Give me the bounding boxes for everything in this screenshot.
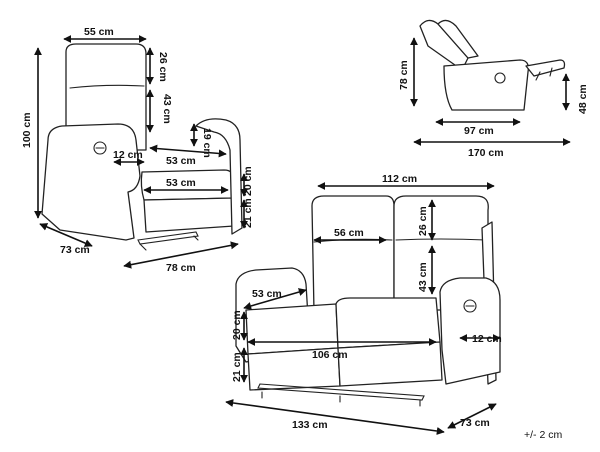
- sofa-backrest-label: 43 cm: [417, 262, 429, 292]
- sofa-seat-height-lower-label: 21 cm: [231, 352, 243, 382]
- armchair-armrest-width-label: 12 cm: [113, 149, 143, 161]
- armchair-width-top-label: 55 cm: [84, 26, 114, 38]
- reclined-seat-length-label: 97 cm: [464, 125, 494, 137]
- armchair-seat-depth-lower-label: 53 cm: [166, 177, 196, 189]
- tolerance-note: +/- 2 cm: [524, 429, 562, 441]
- sofa-headrest-label: 26 cm: [417, 206, 429, 236]
- armchair-depth-label: 73 cm: [60, 244, 90, 256]
- armchair-drawing: 55 cm 26 cm 43 cm 100 cm 12 cm 53 cm 19 …: [21, 26, 254, 274]
- sofa-body: [235, 195, 501, 407]
- reclined-height-label: 78 cm: [398, 60, 410, 90]
- armchair-headrest-label: 26 cm: [157, 52, 169, 82]
- armchair-backrest-label: 43 cm: [161, 94, 173, 124]
- armchair-height-label: 100 cm: [21, 112, 33, 148]
- sofa-width-label: 133 cm: [292, 419, 328, 431]
- sofa-seat-span-label: 106 cm: [312, 349, 348, 361]
- armchair-armrest-height-label: 19 cm: [201, 128, 213, 158]
- sofa-drawing: 112 cm 56 cm 26 cm 43 cm 53 cm 12 cm 20 …: [225, 173, 502, 435]
- sofa-seat-width-label: 56 cm: [334, 227, 364, 239]
- armchair-seat-height-lower-label: 21 cm: [242, 198, 254, 228]
- armchair-seat-depth-upper-label: 53 cm: [166, 155, 196, 167]
- sofa-depth-label: 73 cm: [460, 417, 490, 429]
- sofa-seat-depth-label: 53 cm: [252, 288, 282, 300]
- reclined-body: [419, 19, 566, 111]
- sofa-seat-height-upper-label: 20 cm: [231, 310, 243, 340]
- reclined-footrest-height-label: 48 cm: [577, 84, 589, 114]
- reclined-drawing: 78 cm 48 cm 97 cm 170 cm: [398, 19, 589, 159]
- reclined-total-length-label: 170 cm: [468, 147, 504, 159]
- armchair-width-label: 78 cm: [166, 262, 196, 274]
- armchair-seat-height-upper-label: 20 cm: [242, 166, 254, 196]
- sofa-armrest-width-label: 12 cm: [472, 333, 502, 345]
- sofa-width-top-label: 112 cm: [382, 173, 417, 185]
